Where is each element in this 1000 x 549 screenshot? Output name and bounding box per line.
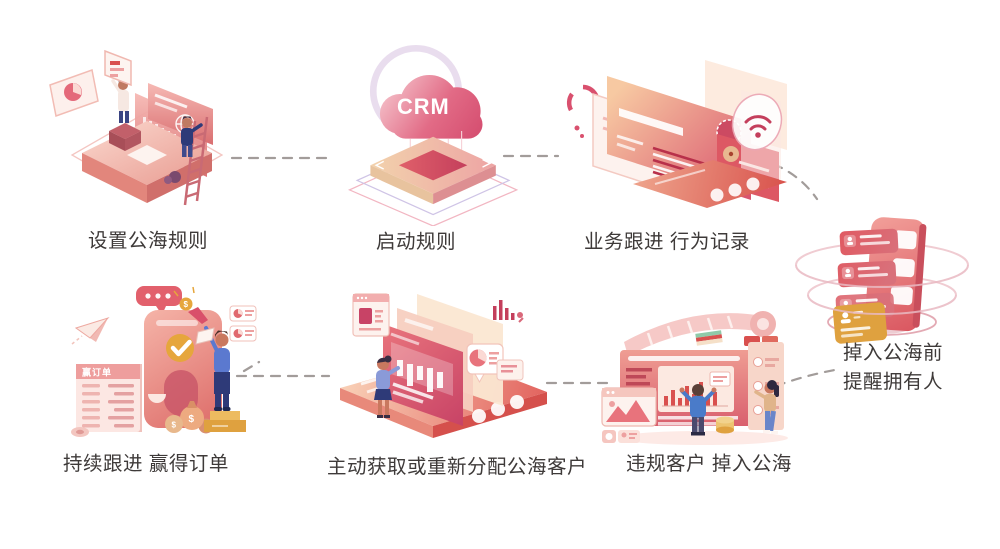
mini-bars-decoration xyxy=(493,300,524,323)
label-setup-rules: 设置公海规则 xyxy=(88,230,209,252)
paper-plane-icon xyxy=(71,316,110,345)
setup-rules-illustration xyxy=(49,49,224,206)
receipt-icon: 赢订单 xyxy=(71,364,142,437)
doc-card xyxy=(496,359,524,381)
label-acquire-reassign: 主动获取或重新分配公海客户 xyxy=(327,456,588,478)
chat-bubble-icon xyxy=(136,286,182,315)
cloud-icon xyxy=(379,74,483,139)
step-acquire-reassign xyxy=(325,268,560,448)
person-figure xyxy=(374,355,400,418)
base-plate xyxy=(633,160,787,208)
label-remind-owner-line2: 提醒拥有人 xyxy=(843,371,944,393)
browser-chart-card xyxy=(601,387,657,427)
bush-decoration xyxy=(164,171,181,184)
label-remind-owner: 掉入公海前 提醒拥有人 xyxy=(843,339,943,397)
violation-machine-illustration xyxy=(601,311,788,445)
step-continuous-follow-up: 赢订单 $ $ xyxy=(52,280,257,438)
check-icon xyxy=(166,334,194,362)
notification-card xyxy=(837,260,897,288)
pie-bubble xyxy=(466,343,504,384)
person-with-megaphone: $ xyxy=(173,286,231,411)
mountain-chart-icon xyxy=(606,400,650,422)
chart-panel xyxy=(104,49,132,87)
gold-boxes xyxy=(204,411,246,432)
label-continuous-follow-up: 持续跟进 赢得订单 xyxy=(63,453,229,475)
mini-window xyxy=(352,293,390,337)
label-business-follow-up: 业务跟进 行为记录 xyxy=(584,231,750,253)
bar-chart-panel xyxy=(383,324,463,426)
step-business-follow-up xyxy=(555,32,795,217)
follow-up-illustration xyxy=(566,60,787,208)
label-violation-drop: 违规客户 掉入公海 xyxy=(626,453,792,475)
notification-card xyxy=(839,228,899,256)
svg-text:$: $ xyxy=(172,421,177,430)
dashboard-illustration xyxy=(340,293,547,438)
reminder-card xyxy=(832,302,888,344)
cloud-label: CRM xyxy=(397,94,450,119)
mini-report-card xyxy=(229,305,257,322)
striped-book xyxy=(695,330,723,346)
small-cards xyxy=(602,430,640,443)
mini-report-card xyxy=(229,325,257,342)
svg-text:$: $ xyxy=(189,414,195,425)
label-activate-rules: 启动规则 xyxy=(376,231,457,253)
svg-text:$: $ xyxy=(184,300,189,309)
person-on-ladder xyxy=(181,116,203,157)
step-violation-drop xyxy=(598,288,808,448)
win-orders-illustration: 赢订单 $ $ xyxy=(71,286,257,437)
megaphone-icon: $ xyxy=(173,286,208,324)
paper-roll xyxy=(624,311,776,356)
gold-cylinder xyxy=(716,416,734,434)
step-remind-owner xyxy=(790,192,970,347)
platform xyxy=(347,136,519,226)
step-setup-rules xyxy=(35,25,240,220)
crm-cloud-illustration: CRM xyxy=(347,45,519,226)
orbit-rings-front xyxy=(795,264,969,315)
wifi-badge xyxy=(731,90,783,180)
person-figure xyxy=(111,78,129,123)
wifi-icon xyxy=(744,115,772,131)
phone-reminder-illustration xyxy=(795,217,969,344)
step-activate-rules: CRM xyxy=(345,36,525,226)
pie-panel xyxy=(49,68,99,118)
receipt-title: 赢订单 xyxy=(82,367,112,378)
label-remind-owner-line1: 掉入公海前 xyxy=(843,342,944,364)
person-side-view xyxy=(754,380,779,434)
ground-shadow xyxy=(618,431,788,445)
ladder-icon xyxy=(183,116,209,206)
person-back-view xyxy=(679,384,717,436)
paper-sheet xyxy=(195,327,215,345)
pedestal xyxy=(109,123,141,151)
